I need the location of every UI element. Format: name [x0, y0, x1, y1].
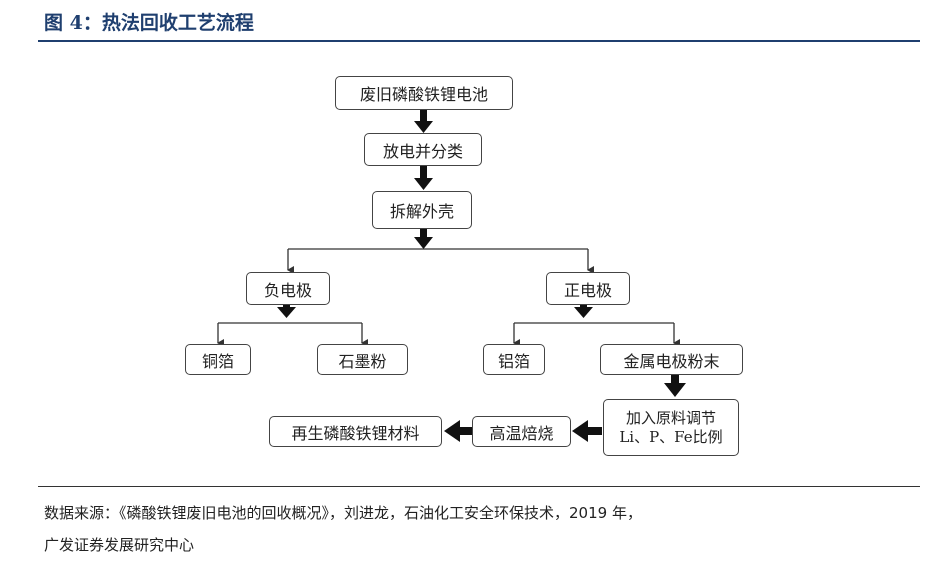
node-dismantle-casing: 拆解外壳: [372, 191, 472, 229]
flow-connectors: [217, 109, 686, 442]
arrow-sinter-regen: [444, 420, 472, 442]
node-positive-electrode: 正电极: [546, 272, 630, 305]
node-spent-lfp-battery: 废旧磷酸铁锂电池: [335, 76, 513, 110]
arrow-neg-split: [277, 303, 296, 318]
thick-left-arrows: [444, 420, 602, 442]
node-aluminum-foil: 铝箔: [483, 344, 545, 375]
node-high-temp-sintering: 高温焙烧: [472, 416, 571, 447]
source-note: 数据来源：《磷酸铁锂废旧电池的回收概况》，刘进龙，石油化工安全环保技术，2019…: [44, 497, 914, 561]
arrow-n3-split: [414, 229, 433, 249]
adjust-line-1: 加入原料调节: [625, 408, 716, 427]
arrow-n2-n3: [414, 166, 433, 190]
node-negative-electrode: 负电极: [246, 272, 330, 305]
node-copper-foil: 铜箔: [185, 344, 251, 375]
node-discharge-sort: 放电并分类: [364, 133, 482, 166]
arrow-adjust-sinter: [572, 420, 602, 442]
node-metal-electrode-powder: 金属电极粉末: [600, 344, 743, 375]
arrow-metal-adjust: [664, 373, 686, 397]
thick-arrows: [277, 109, 686, 397]
source-line-1: 数据来源：《磷酸铁锂废旧电池的回收概况》，刘进龙，石油化工安全环保技术，2019…: [44, 504, 642, 522]
branch-lines: [217, 248, 680, 347]
adjust-line-2: Li、P、Fe比例: [619, 427, 723, 446]
title-rule: [38, 40, 920, 42]
arrow-pos-split: [574, 303, 593, 318]
figure-title: 图 4：热法回收工艺流程: [44, 12, 254, 34]
node-regenerated-lfp: 再生磷酸铁锂材料: [269, 416, 442, 447]
source-rule: [38, 486, 920, 487]
node-graphite-powder: 石墨粉: [317, 344, 408, 375]
source-line-2: 广发证券发展研究中心: [44, 536, 195, 554]
node-adjust-ratio: 加入原料调节 Li、P、Fe比例: [603, 399, 739, 456]
arrow-n1-n2: [414, 109, 433, 133]
